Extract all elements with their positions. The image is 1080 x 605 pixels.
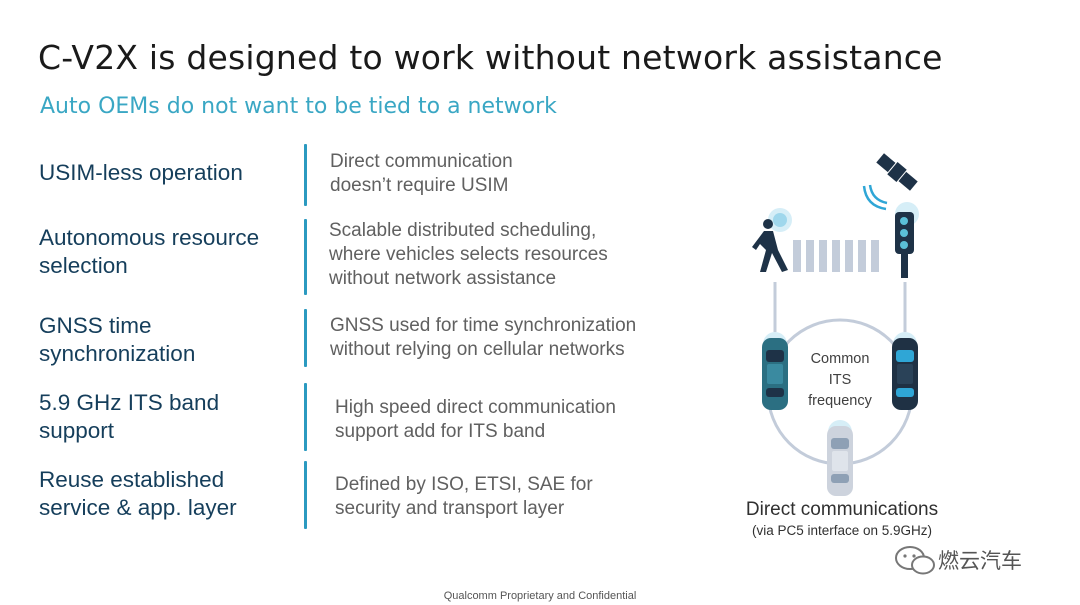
- center-label-line: Common: [811, 351, 870, 367]
- footer-confidential: Qualcomm Proprietary and Confidential: [443, 590, 637, 602]
- feature-label-line: synchronization: [39, 341, 196, 366]
- divider-bar: [304, 144, 307, 206]
- feature-desc-gnss-time: GNSS used for time synchronization witho…: [330, 314, 636, 362]
- feature-reuse-layer: Reuse established service & app. layer: [39, 466, 237, 522]
- pedestrian-icon: [752, 208, 792, 272]
- feature-usim-less: USIM-less operation: [39, 159, 243, 187]
- feature-label-line: 5.9 GHz ITS band: [39, 390, 220, 415]
- feature-label-line: selection: [39, 253, 128, 278]
- feature-label-line: support: [39, 418, 115, 443]
- feature-desc-autonomous-resource: Scalable distributed scheduling, where v…: [329, 219, 608, 291]
- car-icon: [892, 332, 918, 410]
- satellite-icon: [862, 153, 918, 211]
- divider-bar: [304, 219, 307, 295]
- direct-communication-diagram: Common ITS frequency: [752, 153, 919, 496]
- desc-line: where vehicles selects resources: [329, 244, 608, 265]
- feature-desc-reuse-layer: Defined by ISO, ETSI, SAE for security a…: [335, 473, 593, 521]
- feature-desc-usim-less: Direct communication doesn’t require USI…: [330, 150, 513, 198]
- watermark-text: 燃云汽车: [938, 549, 1022, 573]
- feature-gnss-time: GNSS time synchronization: [39, 312, 195, 368]
- feature-its-band: 5.9 GHz ITS band support: [39, 389, 219, 445]
- feature-label-line: Reuse established: [39, 467, 225, 492]
- divider-bar: [304, 461, 307, 529]
- wechat-icon: [895, 546, 935, 575]
- diagram-caption-sub: (via PC5 interface on 5.9GHz): [751, 523, 933, 538]
- divider-bar: [304, 383, 307, 451]
- feature-desc-its-band: High speed direct communication support …: [335, 396, 616, 444]
- divider-bar: [304, 309, 307, 367]
- diagram-caption: Direct communications: [745, 499, 939, 520]
- desc-line: support add for ITS band: [335, 421, 546, 442]
- desc-line: without relying on cellular networks: [330, 339, 625, 360]
- desc-line: security and transport layer: [335, 498, 565, 519]
- feature-label-line: USIM-less operation: [39, 160, 243, 185]
- desc-line: Defined by ISO, ETSI, SAE for: [335, 474, 593, 495]
- crosswalk: [793, 240, 879, 272]
- slide-subtitle: Auto OEMs do not want to be tied to a ne…: [40, 94, 557, 119]
- feature-autonomous-resource: Autonomous resource selection: [39, 224, 259, 280]
- desc-line: High speed direct communication: [335, 397, 616, 418]
- desc-line: GNSS used for time synchronization: [330, 315, 637, 336]
- car-icon: [762, 332, 788, 410]
- traffic-light-icon: [895, 202, 919, 278]
- feature-label-line: Autonomous resource: [39, 225, 260, 250]
- center-label-line: ITS: [829, 372, 852, 388]
- desc-line: without network assistance: [329, 268, 557, 289]
- desc-line: doesn’t require USIM: [330, 175, 509, 196]
- slide-title: C-V2X is designed to work without networ…: [38, 38, 943, 77]
- desc-line: Scalable distributed scheduling,: [329, 220, 597, 241]
- car-icon: [827, 420, 853, 496]
- center-label-line: frequency: [808, 393, 872, 409]
- desc-line: Direct communication: [330, 151, 513, 172]
- feature-label-line: GNSS time: [39, 313, 152, 338]
- feature-label-line: service & app. layer: [39, 495, 237, 520]
